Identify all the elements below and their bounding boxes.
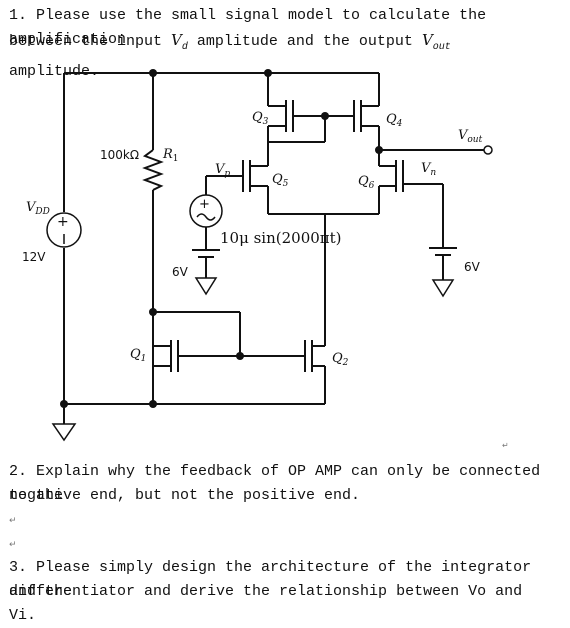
question-2-line-1: 2. Explain why the feedback of OP AMP ca… [9, 460, 549, 508]
output-terminal [483, 145, 493, 155]
q6-label: Q6 [358, 174, 375, 191]
sine-icon [196, 213, 216, 221]
q1-label: Q1 [130, 347, 146, 364]
ac-plus-sign: + [199, 197, 210, 212]
vdd-source-symbol [46, 212, 82, 248]
question-1-line-1: 1. Please use the small signal model to … [9, 4, 549, 52]
question-2-text-1: 2. Explain why the feedback of OP AMP ca… [9, 463, 550, 504]
resistor-value: 100kΩ [100, 148, 139, 162]
vdd-label: VDD [26, 200, 50, 217]
question-3-text-2: differentiator and derive the relationsh… [9, 583, 532, 624]
bias-right-value: 6V [464, 260, 481, 274]
plus-sign: + [57, 214, 69, 230]
vdd-value: 12V [22, 250, 46, 264]
resistor-r1 [142, 149, 164, 191]
resistor-name: R1 [162, 147, 179, 164]
vp-label: Vp [215, 162, 230, 179]
ground-icon [194, 277, 218, 296]
question-1-mid: amplitude and the output [187, 33, 422, 50]
bias-left-value: 6V [172, 265, 189, 279]
junction-dot [236, 352, 244, 360]
paragraph-return-mark: ↵ [502, 441, 509, 450]
question-3-line-2: differentiator and derive the relationsh… [9, 580, 549, 628]
amplifier-circuit-diagram: + [22, 69, 509, 450]
question-3-text-1: 3. Please simply design the architecture… [9, 559, 541, 600]
question-2-line-2: negative end, but not the positive end. [9, 484, 549, 508]
question-2-text-2: negative end, but not the positive end. [9, 487, 361, 504]
vout-label: Vout [458, 128, 483, 145]
ground-icon [51, 423, 77, 442]
ground-icon [431, 279, 455, 298]
empty-paragraph-mark: ↵ [9, 540, 17, 550]
output-symbol: V [421, 31, 433, 49]
q3-label: Q3 [252, 110, 269, 127]
question-1-line-2: between the input Vd amplitude and the o… [9, 28, 549, 84]
input-symbol: V [171, 31, 182, 49]
question-3-line-1: 3. Please simply design the architecture… [9, 556, 549, 604]
source-expression: 10μ sin(2000πt) [220, 229, 342, 247]
empty-paragraph-mark: ↵ [9, 516, 17, 526]
question-1-text-1: 1. Please use the small signal model to … [9, 7, 496, 48]
q2-label: Q2 [332, 351, 349, 368]
question-1-suffix: amplitude. [9, 33, 460, 80]
q5-label: Q5 [272, 172, 289, 189]
vn-label: Vn [421, 161, 436, 178]
q4-label: Q4 [386, 112, 403, 129]
input-subscript: d [181, 42, 188, 53]
output-subscript: out [432, 42, 451, 53]
question-1-prefix: between the input [9, 33, 172, 50]
